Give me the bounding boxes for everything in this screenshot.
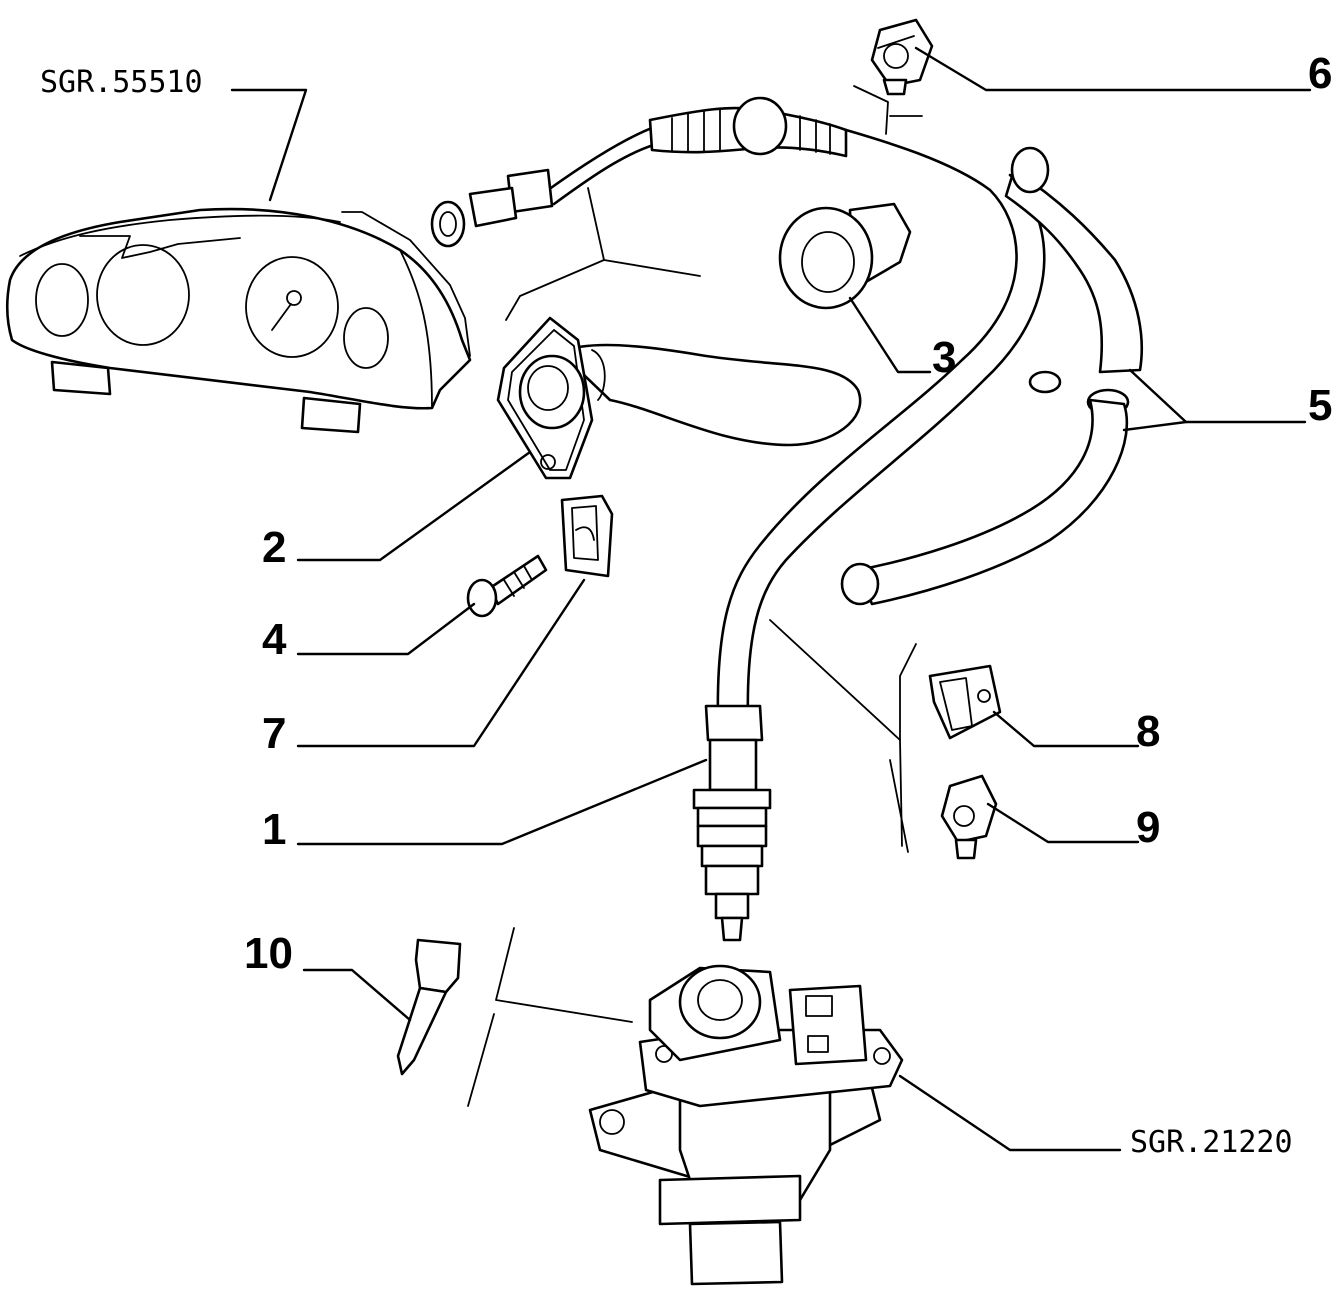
leader-3	[848, 296, 932, 374]
cable-clip-lower	[940, 774, 998, 860]
assembly-lines	[467, 85, 923, 1107]
ref-label-instrument-cluster: SGR.55510	[40, 65, 203, 100]
callout-10: 10	[244, 929, 293, 978]
cable-clip-top	[870, 18, 934, 96]
callout-8: 8	[1136, 707, 1160, 756]
breather-hoses	[840, 146, 1143, 606]
grommet	[778, 202, 912, 310]
seal-plate	[496, 316, 862, 480]
callout-5: 5	[1308, 381, 1332, 430]
leader-4	[296, 602, 476, 656]
leader-sgr21220	[898, 1074, 1122, 1152]
leader-6	[914, 46, 1312, 92]
clip-nut	[560, 494, 614, 578]
screw	[466, 554, 548, 618]
callout-2: 2	[262, 523, 286, 572]
speedometer-cable	[430, 96, 1046, 942]
leader-2	[296, 450, 532, 562]
gearbox-housing	[588, 964, 904, 1286]
clip-nut-small	[928, 664, 1002, 740]
ref-label-gearbox: SGR.21220	[1130, 1125, 1293, 1160]
leader-sgr55510	[230, 88, 308, 202]
drive-pin	[396, 938, 462, 1076]
leader-10	[302, 968, 412, 1022]
leader-lines	[230, 46, 1312, 1152]
callout-9: 9	[1136, 803, 1160, 852]
callout-6: 6	[1308, 49, 1332, 98]
instrument-cluster	[5, 207, 472, 434]
callout-3: 3	[932, 333, 956, 382]
callout-7: 7	[262, 709, 286, 758]
leader-5a	[1128, 368, 1307, 424]
leader-1	[296, 758, 708, 846]
leader-9	[986, 802, 1140, 844]
leader-8	[992, 710, 1140, 748]
callout-4: 4	[262, 615, 287, 664]
callout-1: 1	[262, 805, 286, 854]
leader-7	[296, 578, 586, 748]
leader-5b	[1122, 420, 1188, 432]
